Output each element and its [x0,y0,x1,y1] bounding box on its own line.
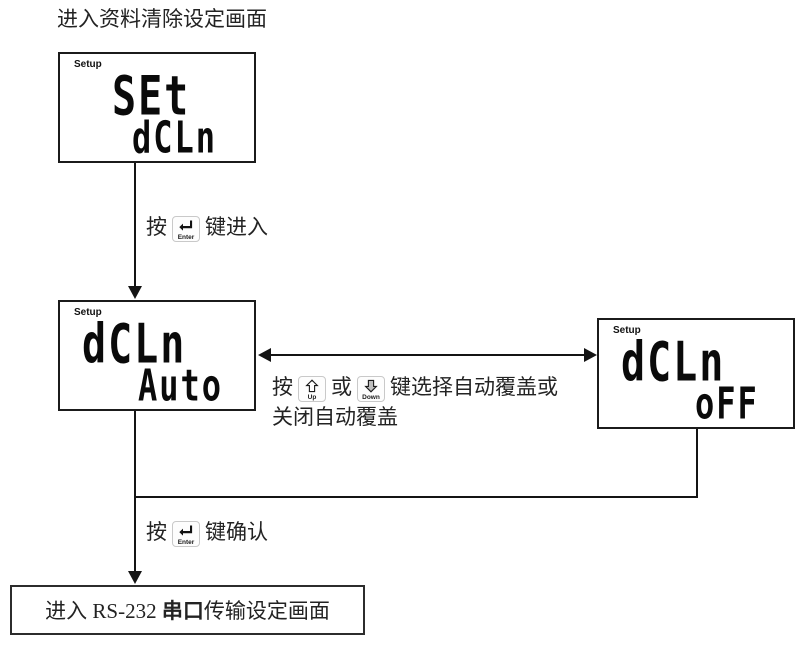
lcd-panel-clear-off: Setup dCLn oFF [597,318,795,429]
next-screen-text-bold: 串口 [161,599,204,623]
step-enter-suffix: 键进入 [205,215,268,239]
step-confirm-suffix: 键确认 [205,520,268,544]
step-select-middle: 或 [331,375,352,399]
connector-line-confirm [134,411,136,574]
arrow-down-icon [128,571,142,584]
up-key-icon[interactable]: Up [298,376,326,403]
enter-key-icon[interactable]: Enter [172,216,200,243]
up-key-label: Up [307,394,317,402]
down-arrow-glyph [364,380,378,393]
lcd-panel-clear-auto: Setup dCLn Auto [58,300,256,411]
arrow-left-icon [258,348,271,362]
step-select-caption: 按 Up 或 Down 键选择自动覆盖或关闭自动覆盖 [272,372,572,432]
lcd-line-secondary: oFF [695,378,759,430]
next-screen-box: 进入 RS-232 串口传输设定画面 [10,585,365,635]
step-confirm-prefix: 按 [146,520,167,544]
down-key-label: Down [362,394,380,402]
step-enter-prefix: 按 [146,215,167,239]
step-confirm-caption: 按 Enter 键确认 [146,517,268,548]
connector-line-off-return-horizontal [134,496,698,498]
up-arrow-glyph [305,379,319,393]
lcd-panel-setup-clear-menu: Setup SEt dCLn [58,52,256,163]
arrow-down-icon [128,286,142,299]
connector-line-toggle [268,354,585,356]
enter-arrow-glyph [179,525,193,536]
enter-arrow-glyph [179,220,193,231]
setup-badge: Setup [74,59,102,70]
enter-key-label: Enter [177,234,195,242]
lcd-line-primary: dCLn [621,332,726,395]
connector-line-off-return-vertical [696,429,698,497]
lcd-line-primary: SEt [112,66,191,129]
setup-badge: Setup [74,307,102,318]
step-enter-caption: 按 Enter 键进入 [146,212,268,243]
setup-badge: Setup [613,325,641,336]
lcd-line-secondary: Auto [138,360,224,412]
enter-key-label: Enter [177,539,195,547]
lcd-line-primary: dCLn [82,314,187,377]
step-select-prefix: 按 [272,375,293,399]
arrow-right-icon [584,348,597,362]
next-screen-text-part1: 进入 RS-232 [45,599,162,623]
step-select-suffix: 键选择自动覆盖或关闭自动覆盖 [272,375,558,430]
next-screen-label: 进入 RS-232 串口传输设定画面 [45,595,330,625]
lcd-line-secondary: dCLn [132,112,218,164]
connector-line-enter [134,163,136,288]
page-title: 进入资料清除设定画面 [57,7,267,31]
down-key-icon[interactable]: Down [357,376,385,403]
enter-key-icon[interactable]: Enter [172,521,200,548]
next-screen-text-part2: 传输设定画面 [203,599,330,623]
